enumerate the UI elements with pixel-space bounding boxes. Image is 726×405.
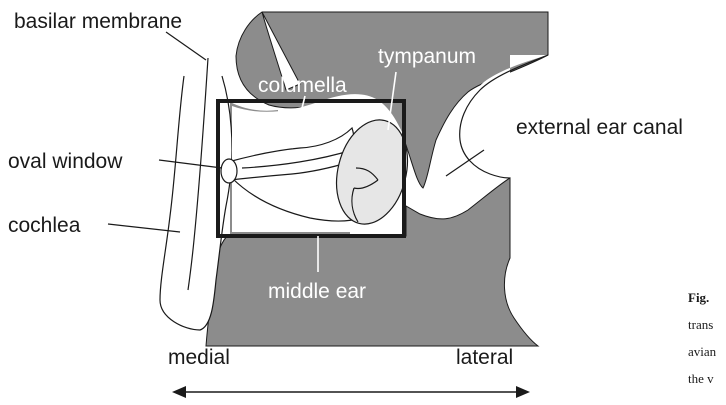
label-lateral: lateral xyxy=(456,346,513,369)
label-medial: medial xyxy=(168,346,230,369)
caption-line-2: avian xyxy=(688,344,717,359)
label-tympanum: tympanum xyxy=(378,45,476,68)
label-oval-window: oval window xyxy=(8,150,123,173)
label-external-ear-canal: external ear canal xyxy=(516,116,683,139)
label-middle-ear: middle ear xyxy=(268,280,366,303)
label-cochlea: cochlea xyxy=(8,214,81,237)
label-columella: columella xyxy=(258,74,347,97)
leader-basilar-membrane xyxy=(166,32,206,60)
arrowhead-right xyxy=(516,386,530,398)
label-basilar-membrane: basilar membrane xyxy=(14,10,182,33)
oval-window-shape xyxy=(221,159,237,183)
caption-line-1: trans xyxy=(688,317,713,332)
caption-line-3: the v xyxy=(688,371,714,386)
arrowhead-left xyxy=(172,386,186,398)
caption-fig-label: Fig. xyxy=(688,290,709,305)
